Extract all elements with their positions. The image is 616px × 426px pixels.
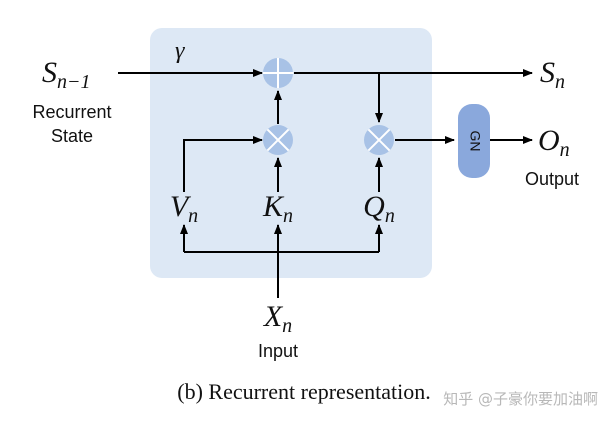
caption: (b) Recurrent representation. (177, 379, 431, 404)
decay-symbol: γ (175, 38, 185, 64)
output-symbol: On (538, 124, 570, 161)
output-label: Output (525, 169, 579, 189)
connections (118, 69, 533, 298)
cross-circle-icon (263, 125, 293, 155)
cross-circle-icon (364, 125, 394, 155)
q-symbol: Qn (363, 190, 395, 227)
group-norm-box: GN (458, 104, 490, 178)
v-symbol: Vn (170, 190, 198, 227)
gn-label: GN (467, 131, 483, 152)
recurrent-panel (150, 28, 432, 278)
k-symbol: Kn (262, 190, 293, 227)
output-state-symbol: Sn (540, 56, 565, 93)
watermark: 知乎 @子豪你要加油啊 (443, 390, 598, 408)
x-symbol: Xn (263, 300, 292, 337)
input-state-symbol: Sn−1 (42, 56, 91, 93)
recurrent-state-label-1: Recurrent (32, 102, 111, 122)
input-label: Input (258, 341, 298, 361)
plus-circle-icon (263, 58, 293, 88)
recurrent-state-label-2: State (51, 126, 93, 146)
